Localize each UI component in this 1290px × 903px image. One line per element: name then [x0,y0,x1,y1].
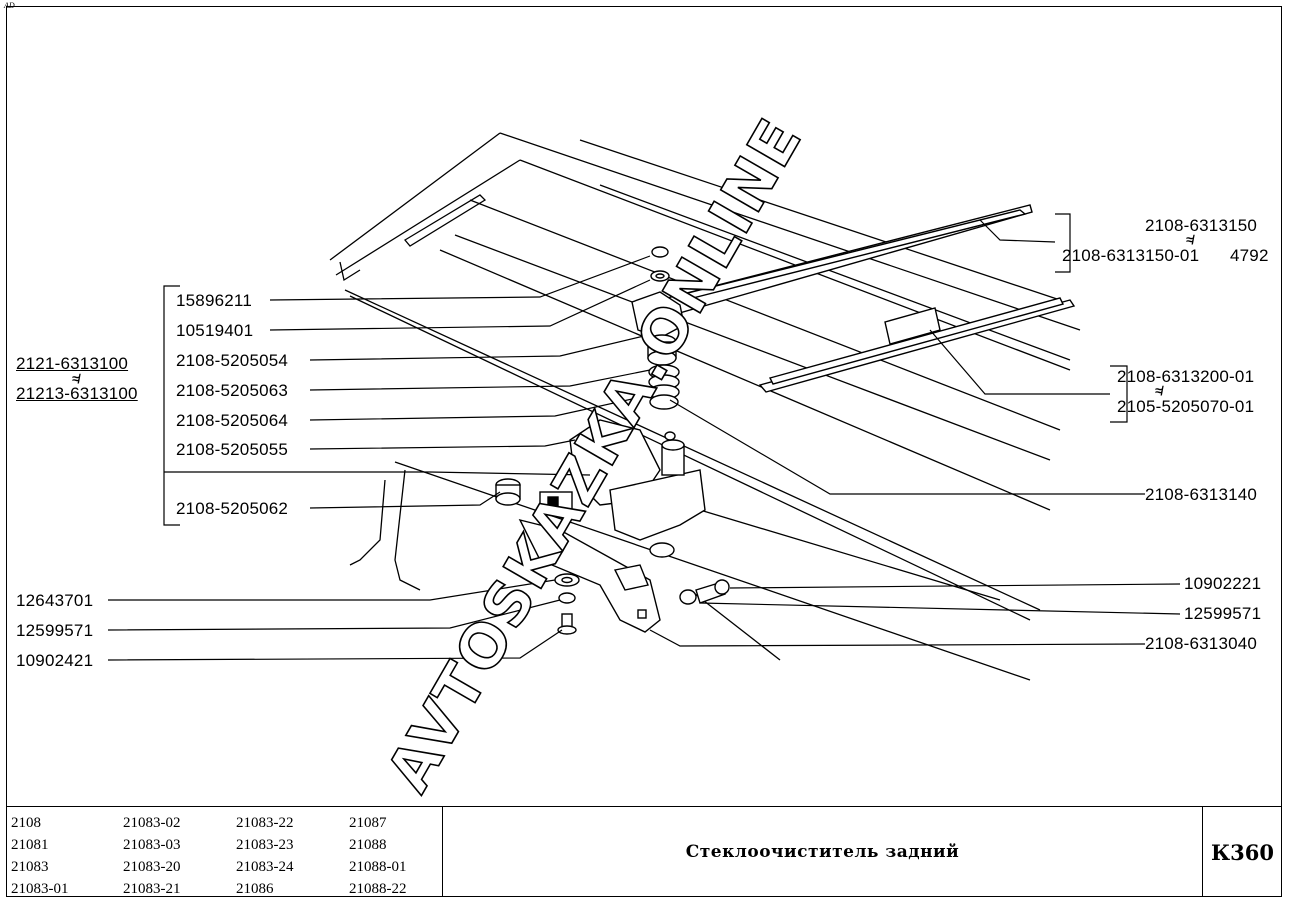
footer-divider [6,806,1282,807]
part-label: 2105-5205070-01 [1117,397,1255,416]
model-column: 21083-22 21083-23 21083-24 21086 [236,812,294,900]
part-label: 2108-5205062 [176,499,289,518]
part-label: 2108-5205063 [176,381,289,400]
model-item: 21088-22 [349,881,407,897]
part-label: 2108-6313150-01 [1062,246,1200,265]
part-label: 2108-5205055 [176,440,289,459]
model-list: 2108 21081 21083 21083-01 21083-02 21083… [6,807,443,897]
model-item: 21088 [349,837,387,853]
part-label: 2108-5205064 [176,411,289,430]
exploded-view-drawing [107,132,1181,681]
part-label: 12643701 [16,591,94,610]
part-label: 2108-6313150 [1145,216,1258,235]
model-item: 21083-01 [11,881,69,897]
part-label: 4792 [1230,246,1269,265]
part-label: 2108-6313200-01 [1117,367,1255,386]
model-item: 21081 [11,837,49,853]
model-item: 21083 [11,859,49,875]
model-column: 21087 21088 21088-01 21088-22 [349,812,407,900]
model-item: 21083-03 [123,837,181,853]
part-label: 12599571 [1184,604,1262,623]
model-item: 21086 [236,881,274,897]
neq-symbol-left: ≉ [72,371,80,386]
corner-tag: AD [4,1,15,10]
model-item: 21083-24 [236,859,294,875]
part-label: 12599571 [16,621,94,640]
part-label: 2108-5205054 [176,351,289,370]
part-label: 2108-6313040 [1145,634,1258,653]
model-column: 2108 21081 21083 21083-01 [11,812,69,900]
neq-symbol-right-mid: ≉ [1155,383,1163,398]
assembly-code-1: 2121-6313100 [16,354,129,373]
part-label: 10519401 [176,321,254,340]
part-label: 10902221 [1184,574,1262,593]
page-code: К360 [1211,839,1274,865]
assembly-code-2: 21213-6313100 [16,384,138,403]
drawing-frame [6,6,1282,897]
model-item: 21088-01 [349,859,407,875]
part-label: 10902421 [16,651,94,670]
part-label: 2108-6313140 [1145,485,1258,504]
drawing-title: Стеклоочиститель задний [443,807,1203,897]
model-item: 21083-20 [123,859,181,875]
neq-symbol-right-top: ≉ [1186,232,1194,247]
model-item: 21083-22 [236,815,294,831]
model-item: 2108 [11,815,41,831]
part-label: 15896211 [176,291,252,310]
model-column: 21083-02 21083-03 21083-20 21083-21 [123,812,181,900]
model-item: 21083-23 [236,837,294,853]
model-item: 21083-02 [123,815,181,831]
model-item: 21083-21 [123,881,181,897]
model-item: 21087 [349,815,387,831]
title-block: 2108 21081 21083 21083-01 21083-02 21083… [6,807,1282,897]
